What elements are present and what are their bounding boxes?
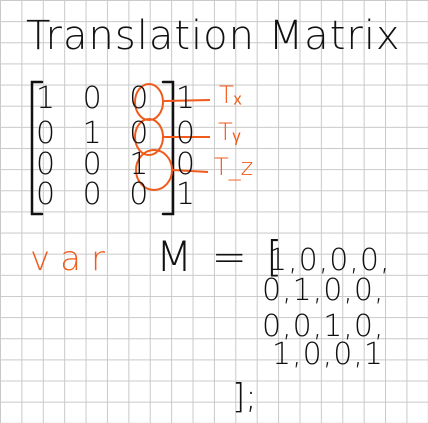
- code-matrix-row: 0,1,0,0,: [262, 273, 385, 308]
- page-title: Translation Matrix: [26, 13, 401, 59]
- code-matrix-row: 1,0,0,0,: [268, 243, 391, 278]
- tx-connector: [163, 99, 211, 102]
- matrix-row: 0 1 0 0: [36, 116, 204, 151]
- matrix-right-bracket: [161, 80, 175, 216]
- tx-label: Tₓ: [219, 81, 242, 109]
- matrix-row: 0 0 0 1: [36, 177, 204, 212]
- tz-connector: [172, 169, 209, 173]
- tz-circle: [135, 149, 173, 191]
- tz-label: T_z: [214, 153, 254, 181]
- code-matrix-row: 1,0,0,1: [272, 337, 384, 372]
- ty-circle: [134, 118, 164, 156]
- code-closing: ];: [232, 377, 257, 417]
- code-matrix-row: 0,0,1,0,: [262, 309, 385, 344]
- matrix-row: 0 0 1 0: [36, 147, 204, 182]
- var-keyword: var: [30, 239, 115, 279]
- matrix-left-bracket: [30, 80, 44, 216]
- var-assignment: M = [: [156, 232, 286, 281]
- ty-label: Tᵧ: [218, 118, 241, 146]
- matrix-row: 1 0 0 1: [36, 81, 204, 116]
